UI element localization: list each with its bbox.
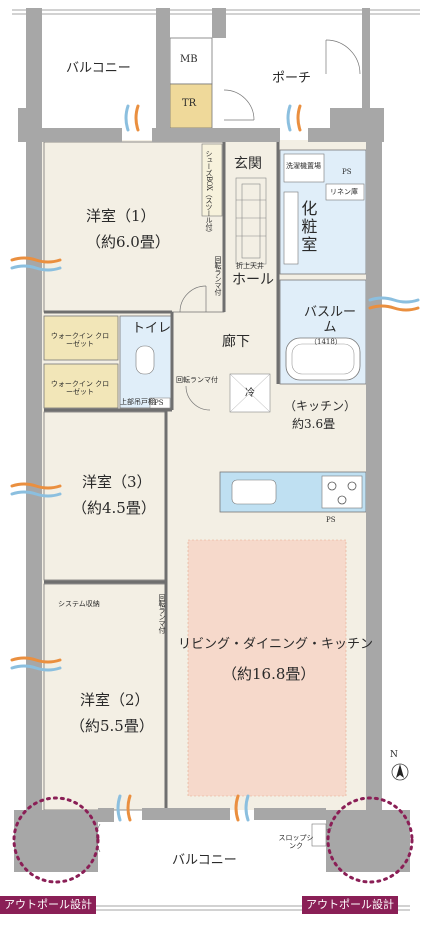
- mb-label: MB: [180, 54, 198, 65]
- tr-label: TR: [182, 98, 197, 109]
- linen-shelf-box: [325, 183, 365, 201]
- fridge-label: 冷: [245, 388, 255, 399]
- linen-shelf-label: リネン庫: [330, 188, 358, 196]
- rotating-rail-3-label: 回転ランマ付: [158, 594, 167, 633]
- folding-ceiling-lines: [235, 177, 267, 265]
- western-1-size: （約6.0畳）: [86, 233, 170, 251]
- rotating-rail-1-label: 回転ランマ付: [214, 256, 223, 295]
- system-storage-label: システム収納: [58, 600, 100, 608]
- slop-sink-label: スロップシンク: [278, 834, 314, 851]
- kitchen-size: 約3.6畳: [292, 417, 336, 431]
- entrance-label: 玄関: [234, 156, 262, 172]
- rotating-rail-2-label: 回転ランマ付: [176, 376, 218, 384]
- walkin-2-label: ウォークイン クローゼット: [50, 380, 110, 397]
- ventilation-arrows: [10, 104, 420, 822]
- western-room-3-area: [43, 411, 167, 581]
- western-3-size: （約4.5畳）: [72, 499, 156, 517]
- shoes-box-label: シューズBOX（スツール付）: [205, 150, 214, 236]
- western-2-size: （約5.5畳）: [70, 717, 154, 735]
- ldk-name: リビング・ダイニング・キッチン: [178, 637, 374, 652]
- outpole-circle-right: [326, 796, 414, 884]
- bathroom-label: バスルーム: [303, 305, 356, 335]
- slop-sink: [311, 823, 327, 847]
- north-label: N: [390, 750, 398, 760]
- kitchen-sink: [231, 479, 277, 505]
- western-3-name: 洋室（3）: [82, 473, 152, 491]
- western-room-2-area: [43, 583, 167, 811]
- western-2-name: 洋室（2）: [80, 691, 150, 709]
- western-room-1-area: [43, 141, 225, 313]
- western-1-name: 洋室（1）: [86, 207, 156, 225]
- upper-cabinet-label: 上部吊戸棚: [120, 398, 155, 406]
- mb-box: [169, 37, 213, 85]
- washer-box: [283, 153, 325, 183]
- ps-label-1: PS: [342, 168, 352, 176]
- toilet-bowl: [135, 345, 155, 375]
- walkin-closet-2: [43, 363, 119, 409]
- shoes-box: [201, 143, 223, 217]
- powder-room-label: 化粧室: [298, 200, 318, 254]
- walkin-closet-1: [43, 315, 119, 361]
- bathtub: [285, 337, 361, 381]
- ldk-size: （約16.8畳）: [222, 665, 316, 683]
- balcony-top-label: バルコニー: [66, 61, 131, 76]
- outpole-circle-left: [12, 796, 100, 884]
- folding-ceiling-label: 折上天井: [236, 262, 264, 270]
- washer-area-label: 洗濯機置場: [286, 162, 321, 170]
- ps-label-2: PS: [154, 399, 164, 407]
- balcony-bottom-label: バルコニー: [172, 853, 237, 868]
- ps-label-3: PS: [326, 516, 336, 524]
- bath-size-label: （1418）: [310, 338, 342, 346]
- toilet-label: トイレ: [132, 321, 172, 336]
- corridor-label: 廊下: [222, 334, 250, 350]
- porch-label: ポーチ: [272, 71, 312, 86]
- interior-walls: [44, 142, 280, 808]
- walkin-1-label: ウォークイン クローゼット: [50, 332, 110, 349]
- sink-counter: [283, 191, 299, 265]
- outpole-badge-left: アウトポール設計: [0, 896, 96, 914]
- kitchen-name: （キッチン）: [284, 399, 357, 413]
- outpole-badge-right: アウトポール設計: [302, 896, 398, 914]
- stove: [321, 475, 363, 509]
- ldk-highlight: [187, 539, 347, 797]
- hall-label: ホール: [232, 272, 274, 288]
